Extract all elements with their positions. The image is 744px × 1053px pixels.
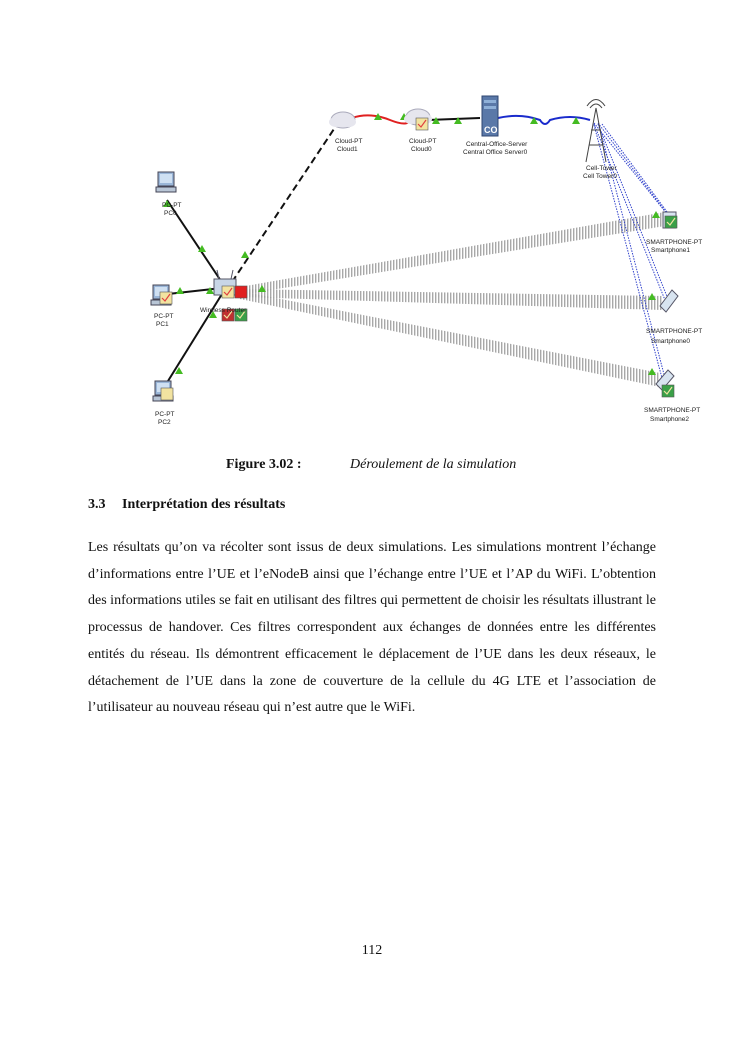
envelope-pdu-icon	[159, 291, 173, 305]
sp2-type-label: SMARTPHONE-PT	[644, 407, 700, 414]
page-number: 112	[361, 943, 383, 958]
cloud0-node[interactable]: Cloud-PT Cloud0	[404, 108, 436, 153]
section-heading: 3.3 Interprétation des résultats	[88, 497, 285, 513]
envelope-pdu-icon	[160, 387, 174, 401]
sp1-type-label: SMARTPHONE-PT	[646, 239, 702, 246]
co-name-label: Central Office Server0	[463, 149, 528, 156]
pc2-type-label: PC-PT	[155, 411, 175, 418]
smartphone1-node[interactable]: SMARTPHONE-PT Smartphone1	[646, 211, 702, 254]
router-name-label: Wireless Router	[200, 307, 247, 314]
section-title: Interprétation des résultats	[122, 497, 286, 512]
sp0-name-label: Smartphone0	[651, 338, 690, 345]
central-office-server-node[interactable]: CO Central-Office-Server Central Office …	[463, 95, 528, 156]
cloud1-type-label: Cloud-PT	[335, 138, 362, 145]
network-simulation-diagram: Cloud-PT Cloud1 Cloud-PT Cloud0 CO Centr…	[150, 95, 702, 426]
server-icon: CO	[481, 95, 499, 137]
lte-links	[593, 122, 677, 383]
smartphone-icon	[659, 289, 679, 313]
section-number: 3.3	[88, 497, 106, 512]
cell-tower-node[interactable]: Cell-Tower Cell Tower0	[583, 99, 618, 181]
pc2-name-label: PC2	[158, 419, 171, 426]
pc0-type-label: PC-PT	[162, 202, 182, 209]
cell-tower-icon	[585, 99, 607, 163]
pc2-node[interactable]: PC-PT PC2	[152, 380, 175, 426]
cloud0-name-label: Cloud0	[411, 146, 432, 153]
body-paragraph: Les résultats qu’on va récolter sont iss…	[88, 540, 656, 716]
smartphone0-node[interactable]: SMARTPHONE-PT Smartphone0	[646, 289, 702, 345]
pc1-name-label: PC1	[156, 321, 169, 328]
tower-name-label: Cell Tower0	[583, 173, 617, 180]
pc0-node[interactable]: PC-PT PC0	[155, 171, 182, 217]
cloud1-name-label: Cloud1	[337, 146, 358, 153]
envelope-pdu-icon	[234, 308, 248, 322]
smartphone-icon	[655, 369, 675, 391]
sp2-name-label: Smartphone2	[650, 416, 689, 423]
cloud1-node[interactable]: Cloud-PT Cloud1	[329, 111, 362, 153]
figure-label: Figure 3.02 :	[226, 457, 302, 472]
wireless-router-node[interactable]: Wireless Router	[200, 269, 248, 322]
envelope-pdu-icon	[221, 308, 235, 322]
figure-title: Déroulement de la simulation	[350, 457, 517, 472]
envelope-pdu-icon	[415, 117, 429, 131]
pc0-name-label: PC0	[164, 210, 177, 217]
tower-type-label: Cell-Tower	[586, 165, 618, 172]
sp0-type-label: SMARTPHONE-PT	[646, 328, 702, 335]
cloud-icon	[329, 111, 356, 129]
figure-caption: Figure 3.02 : Déroulement de la simulati…	[226, 457, 516, 473]
pc1-type-label: PC-PT	[154, 313, 174, 320]
pc1-node[interactable]: PC-PT PC1	[150, 284, 174, 328]
cloud0-type-label: Cloud-PT	[409, 138, 436, 145]
envelope-pdu-icon	[664, 215, 678, 229]
envelope-pdu-icon	[661, 384, 675, 398]
pc-icon	[155, 171, 177, 193]
svg-text:CO: CO	[484, 125, 498, 135]
smartphone2-node[interactable]: SMARTPHONE-PT Smartphone2	[644, 369, 700, 423]
sp1-name-label: Smartphone1	[651, 247, 690, 254]
envelope-pdu-icon	[234, 285, 248, 299]
co-type-label: Central-Office-Server	[466, 141, 528, 148]
wifi-links	[240, 212, 665, 387]
envelope-pdu-icon	[221, 285, 235, 299]
